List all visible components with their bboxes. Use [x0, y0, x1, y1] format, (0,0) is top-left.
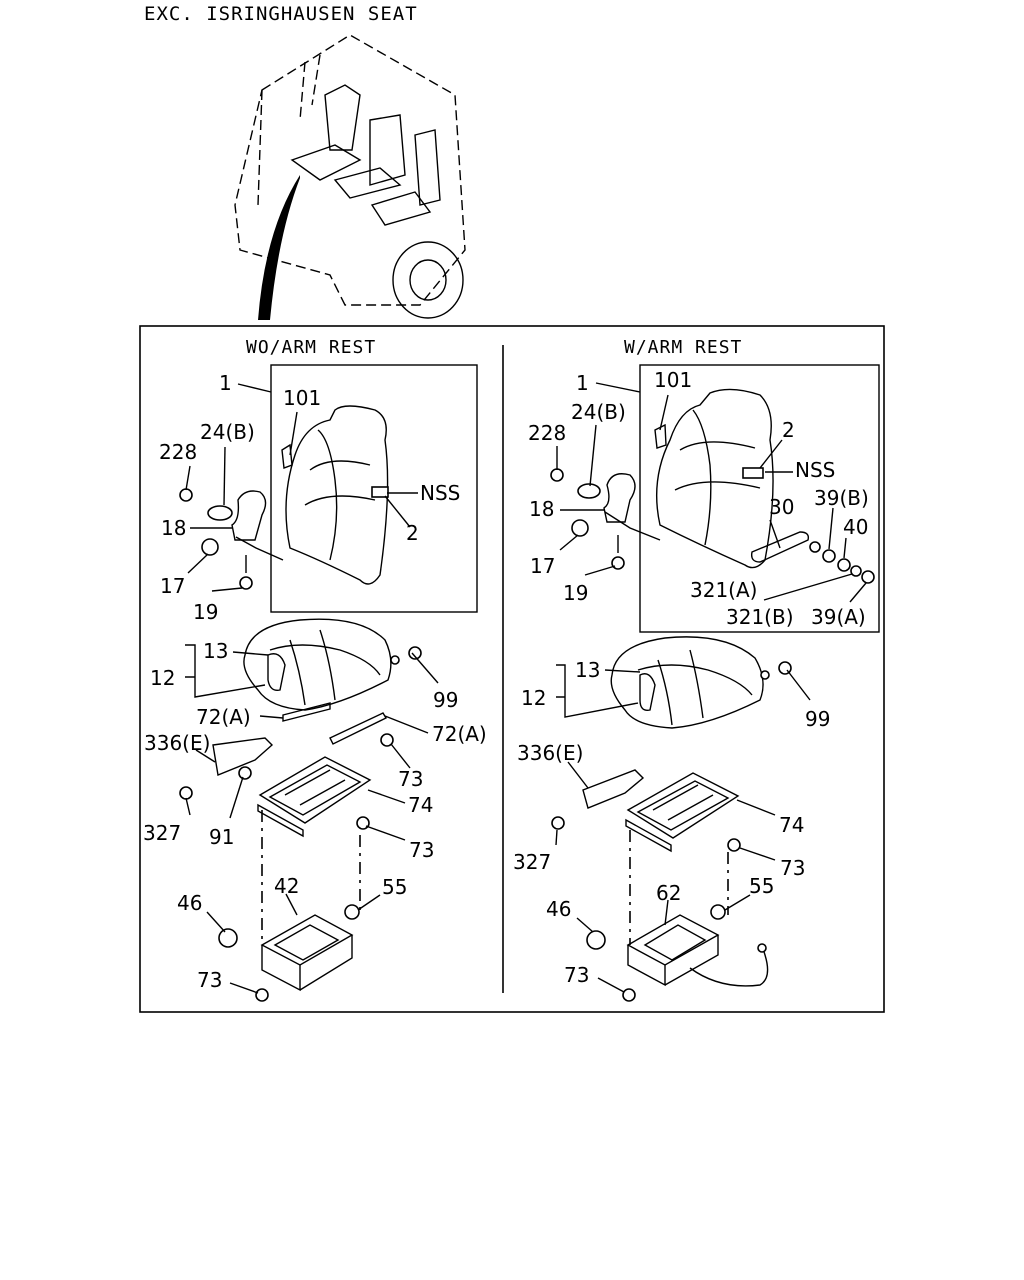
callout-l-74: 74	[408, 793, 433, 817]
callout-l-17: 17	[160, 574, 185, 598]
callout-r-321b: 321(B)	[726, 605, 794, 629]
left-panel-title: WO/ARM REST	[246, 337, 376, 358]
right-seat-cushion	[610, 636, 792, 729]
callout-r-19: 19	[563, 581, 588, 605]
callout-l-18: 18	[161, 516, 186, 540]
left-seatback	[281, 405, 389, 585]
callout-r-327: 327	[513, 850, 551, 874]
right-panel-title: W/ARM REST	[624, 337, 742, 358]
callout-r-46: 46	[546, 897, 571, 921]
right-seatback-leader	[604, 511, 661, 553]
right-hinge-cover	[550, 468, 636, 570]
callout-r-18: 18	[529, 497, 554, 521]
leader-lines	[185, 382, 867, 994]
right-seatback-box	[639, 364, 880, 633]
main-frame	[139, 325, 885, 1013]
callout-l-228: 228	[159, 440, 197, 464]
callout-r-228: 228	[528, 421, 566, 445]
right-seat-adjuster	[625, 772, 741, 853]
callout-r-17: 17	[530, 554, 555, 578]
left-seat-cushion	[243, 618, 422, 711]
callout-r-39a: 39(A)	[811, 605, 866, 629]
callout-r-62: 62	[656, 881, 681, 905]
right-seatback	[654, 388, 774, 569]
callout-r-39b: 39(B)	[814, 486, 869, 510]
callout-r-74: 74	[779, 813, 804, 837]
left-seat-riser	[218, 904, 360, 1002]
diagram-header: EXC. ISRINGHAUSEN SEAT	[144, 3, 418, 25]
callout-r-336e: 336(E)	[517, 741, 583, 765]
callout-r-1: 1	[576, 371, 589, 395]
callout-r-101: 101	[654, 368, 692, 392]
callout-l-24b: 24(B)	[200, 420, 255, 444]
callout-r-55: 55	[749, 874, 774, 898]
callout-r-12: 12	[521, 686, 546, 710]
right-seat-riser	[586, 904, 769, 1002]
callout-l-73-3: 73	[197, 968, 222, 992]
callout-l-72a-2: 72(A)	[432, 722, 487, 746]
callout-r-nss: NSS	[795, 458, 835, 482]
left-seat-adjuster	[257, 756, 372, 838]
callout-l-12: 12	[150, 666, 175, 690]
callout-l-46: 46	[177, 891, 202, 915]
callout-r-40: 40	[843, 515, 868, 539]
callout-l-72a-1: 72(A)	[196, 705, 251, 729]
callout-l-nss: NSS	[420, 481, 460, 505]
callout-l-73-1: 73	[398, 767, 423, 791]
callout-l-336e: 336(E)	[144, 731, 210, 755]
callout-l-2: 2	[406, 521, 419, 545]
right-armrest	[750, 531, 875, 584]
callout-r-321a: 321(A)	[690, 578, 757, 602]
callout-l-99: 99	[433, 688, 458, 712]
left-seatback-leader	[235, 536, 284, 573]
callout-r-2: 2	[782, 418, 795, 442]
callout-r-99: 99	[805, 707, 830, 731]
callout-l-73-2: 73	[409, 838, 434, 862]
truck-cab-overview	[234, 34, 466, 320]
callout-l-42: 42	[274, 874, 299, 898]
callout-r-13: 13	[575, 658, 600, 682]
callout-l-55: 55	[382, 875, 407, 899]
callout-r-73-2: 73	[564, 963, 589, 987]
left-seatback-box	[270, 364, 478, 613]
callout-l-13: 13	[203, 639, 228, 663]
callout-r-73-1: 73	[780, 856, 805, 880]
callout-l-1: 1	[219, 371, 232, 395]
right-bracket	[551, 769, 645, 830]
callout-l-91: 91	[209, 825, 234, 849]
callout-r-24b: 24(B)	[571, 400, 626, 424]
left-hinge-cover	[179, 488, 267, 590]
left-rails	[179, 702, 394, 830]
callout-l-101: 101	[283, 386, 321, 410]
callout-r-30: 30	[769, 495, 794, 519]
callout-l-19: 19	[193, 600, 218, 624]
callout-l-327: 327	[143, 821, 181, 845]
